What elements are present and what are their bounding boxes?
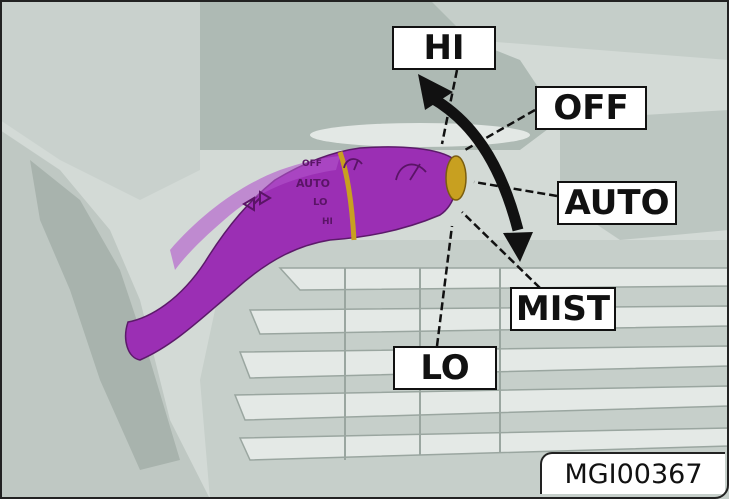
rotation-arrowhead-top [418,74,453,110]
rotation-arrowhead-bottom [503,232,533,262]
figure-code: MGI00367 [540,452,725,494]
wiper-icon [343,158,427,181]
leader-off [464,108,536,152]
washer-arrows-icon [242,190,272,212]
dash-panel [200,0,560,150]
label-mist: MIST [510,287,616,331]
stalk-highlight [170,156,340,270]
stalk-mark-off: OFF [302,159,322,169]
label-lo: LO [393,346,497,390]
dash-left [0,0,200,200]
stalk-end-cap [445,155,467,201]
stalk-ring [337,151,357,241]
stalk-markings: OFF AUTO LO HI [296,159,333,227]
column-shadow [30,160,180,470]
leader-mist [461,211,541,289]
label-auto: AUTO [557,181,677,225]
leader-hi [440,69,459,145]
label-hi: HI [392,26,496,70]
leader-lines [435,69,558,347]
label-off: OFF [535,86,647,130]
rotation-arrow [429,93,524,232]
stalk-mark-auto: AUTO [296,177,330,190]
dash-top [0,0,729,60]
stalk-mark-lo: LO [313,197,328,208]
highlight [310,123,530,147]
stalk-mark-hi: HI [322,217,333,227]
leader-auto [473,180,558,198]
leader-lo [435,225,454,347]
